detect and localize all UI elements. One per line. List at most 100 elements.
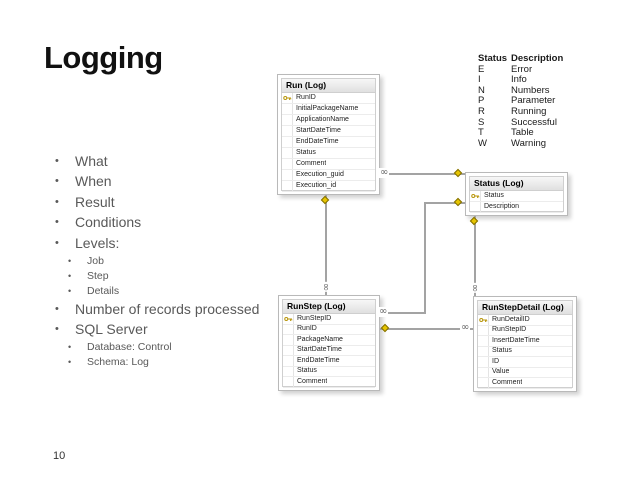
bullet-marker-icon: •	[55, 175, 59, 188]
bullet-item: • Database: Control	[55, 341, 290, 356]
table-field-row: Value	[478, 367, 572, 378]
bullet-item: • Levels:	[55, 235, 290, 255]
many-end-infinity-icon: ∞	[469, 282, 481, 294]
field-name: ID	[492, 357, 499, 365]
row-selector	[478, 346, 489, 356]
bullet-item: • When	[55, 173, 290, 193]
legend-description: Table	[511, 127, 534, 139]
bullet-item: • Details	[55, 285, 290, 300]
bullet-text: Levels:	[75, 234, 120, 251]
table-run-log-fields: RunID InitialPackageName	[282, 93, 375, 192]
connector-status-runstep-seg3	[380, 312, 426, 314]
table-runstepdetail-log-title: RunStepDetail (Log)	[478, 301, 572, 315]
many-end-infinity-icon: ∞	[378, 306, 389, 317]
bullet-marker-icon: •	[68, 271, 72, 282]
legend-description: Error	[511, 63, 533, 75]
row-selector	[283, 345, 294, 355]
legend-row: I Info	[478, 75, 563, 86]
bullet-text: Number of records processed	[75, 300, 260, 317]
table-status-log-body: Status (Log) Status	[469, 176, 564, 213]
row-selector	[470, 202, 481, 212]
field-name: Status	[484, 192, 504, 199]
table-field-row: PackageName	[283, 335, 375, 346]
row-selector	[282, 181, 293, 191]
row-selector	[283, 335, 294, 345]
slide-page-number: 10	[53, 450, 66, 462]
one-end-key-icon	[469, 216, 479, 226]
connector-status-runstep-seg1	[424, 202, 465, 204]
one-end-key-icon	[380, 323, 390, 333]
table-runstepdetail-log-body: RunStepDetail (Log) RunDetailID	[477, 300, 573, 389]
table-field-row: RunDetailID	[478, 315, 572, 326]
row-selector	[282, 159, 293, 169]
table-field-row: EndDateTime	[283, 356, 375, 367]
bullet-text: SQL Server	[75, 320, 148, 337]
field-name: Comment	[296, 160, 327, 167]
table-runstep-log-fields: RunStepID RunID	[283, 314, 375, 388]
legend-row: R Running	[478, 105, 563, 118]
bullet-text: Step	[87, 270, 109, 283]
row-selector	[283, 356, 294, 366]
legend-code: E	[478, 63, 485, 75]
row-selector	[470, 191, 481, 201]
bullet-item: • Schema: Log	[55, 356, 290, 371]
bullet-text: Job	[87, 254, 104, 267]
many-end-infinity-icon: ∞	[379, 167, 390, 178]
primary-key-icon	[282, 96, 291, 100]
legend-description: Numbers	[511, 84, 550, 96]
field-name: Execution_id	[296, 182, 337, 189]
legend-code: S	[478, 116, 485, 128]
row-selector	[478, 357, 489, 367]
row-selector	[478, 325, 489, 335]
primary-key-icon	[283, 316, 292, 321]
field-name: Status	[296, 149, 316, 156]
table-runstep-log-title: RunStep (Log)	[283, 300, 375, 314]
bullet-marker-icon: •	[55, 155, 59, 167]
legend-code: P	[478, 95, 485, 107]
table-field-row: InitialPackageName	[282, 104, 375, 115]
table-field-row: ID	[478, 357, 572, 368]
connector-status-runstepdetail	[474, 216, 476, 296]
bullet-marker-icon: •	[55, 195, 59, 208]
table-status-log-fields: Status Description	[470, 191, 563, 213]
field-name: StartDateTime	[297, 346, 342, 354]
table-run-log: Run (Log) RunID	[277, 74, 380, 195]
connector-runstep-runstepdetail	[380, 328, 473, 330]
field-name: RunID	[296, 94, 316, 101]
primary-key-icon	[478, 317, 487, 322]
table-field-row: StartDateTime	[282, 126, 375, 137]
table-field-row: StartDateTime	[283, 345, 375, 356]
bullet-marker-icon: •	[55, 302, 59, 315]
field-name: InitialPackageName	[296, 105, 359, 112]
field-name: EndDateTime	[297, 356, 340, 364]
legend-header: Status Description	[478, 53, 563, 65]
field-name: EndDateTime	[296, 138, 339, 145]
table-runstepdetail-log: RunStepDetail (Log) RunDetailID	[473, 296, 577, 392]
table-field-row: Execution_id	[282, 181, 375, 192]
table-status-log: Status (Log) Status	[465, 172, 568, 216]
field-name: ApplicationName	[296, 116, 349, 123]
table-field-row: RunStepID	[478, 325, 572, 336]
row-selector	[283, 366, 294, 376]
legend-row: T Table	[478, 128, 563, 139]
field-name: Comment	[297, 377, 328, 385]
bullet-list: • What • When • Result • Conditions • Le…	[55, 153, 290, 372]
bullet-marker-icon: •	[55, 322, 59, 335]
table-field-row: Description	[470, 202, 563, 213]
table-field-row: RunStepID	[283, 314, 375, 325]
connector-run-runstep	[325, 195, 327, 295]
row-selector	[283, 377, 294, 387]
table-field-row: Comment	[478, 378, 572, 389]
table-field-row: Status	[478, 346, 572, 357]
bullet-text: What	[75, 153, 108, 169]
field-name: Comment	[492, 378, 523, 386]
row-selector	[282, 137, 293, 147]
legend-code: R	[478, 105, 485, 117]
connector-status-runstep-seg2	[424, 202, 426, 314]
bullet-item: • Conditions	[55, 214, 290, 234]
connector-status-run	[380, 173, 465, 175]
table-field-row: Execution_guid	[282, 170, 375, 181]
field-name: Status	[297, 367, 317, 375]
legend-row: P Parameter	[478, 96, 563, 107]
table-field-row: Status	[282, 148, 375, 159]
